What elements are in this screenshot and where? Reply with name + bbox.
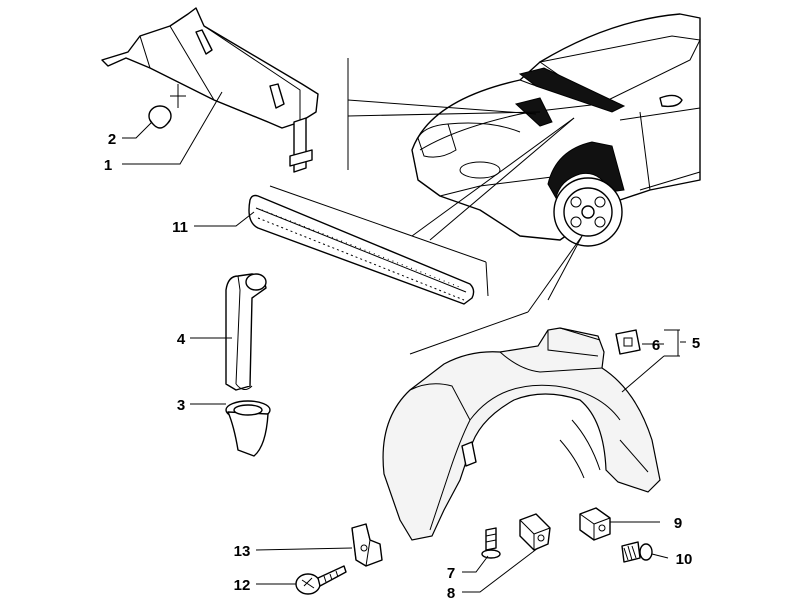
callout-7: 7	[447, 565, 455, 582]
callout-1: 1	[104, 157, 112, 174]
bracket-clip	[351, 523, 383, 567]
callout-3: 3	[177, 397, 185, 414]
callout-5: 5	[692, 335, 700, 352]
seal-strip	[248, 194, 475, 305]
callout-4: 4	[177, 331, 186, 348]
callout-8: 8	[447, 585, 455, 600]
square-clip	[519, 513, 551, 551]
car-outline	[411, 13, 701, 247]
callout-9: 9	[674, 515, 682, 532]
callout-10: 10	[676, 551, 693, 568]
callout-11: 11	[172, 219, 188, 236]
callout-6: 6	[652, 337, 660, 354]
drain-pipe	[225, 273, 267, 391]
bolt	[481, 527, 501, 559]
wheel-arch-liner	[382, 327, 661, 541]
screw	[295, 565, 347, 595]
plug	[148, 105, 172, 129]
funnel-grommet	[225, 400, 271, 457]
callout-12: 12	[234, 577, 251, 594]
cover-panel	[101, 7, 319, 173]
nut-clip	[579, 507, 611, 541]
callout-2: 2	[108, 131, 116, 148]
clip-nut	[615, 329, 641, 355]
callout-13: 13	[234, 543, 251, 560]
tapping-screw	[621, 541, 653, 563]
